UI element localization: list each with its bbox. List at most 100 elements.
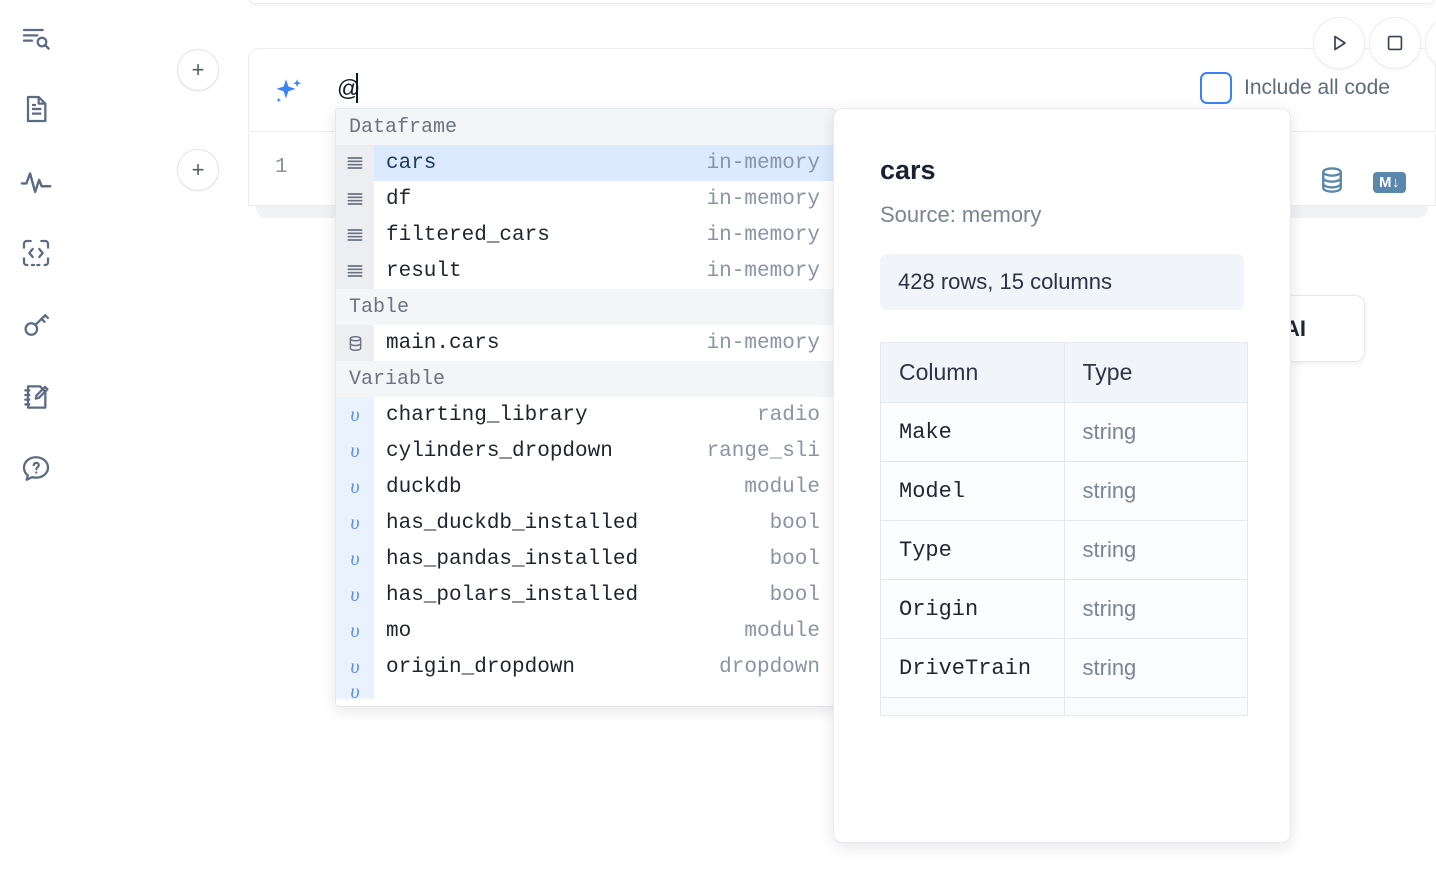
autocomplete-item-name: df: [386, 187, 412, 211]
add-cell-button-bottom[interactable]: +: [177, 149, 219, 191]
schema-column-name: [880, 697, 1065, 716]
run-cell-button[interactable]: [1313, 17, 1365, 69]
document-icon[interactable]: [14, 87, 58, 131]
variable-icon: υ: [336, 541, 374, 577]
autocomplete-group-header: Variable: [336, 361, 834, 397]
outline-search-icon[interactable]: [14, 16, 58, 60]
autocomplete-item-body: origin_dropdown dropdown: [374, 649, 834, 685]
autocomplete-item-type: in-memory: [706, 259, 820, 283]
activity-icon[interactable]: [14, 160, 58, 204]
dataframe-icon: [336, 181, 374, 217]
line-number: 1: [275, 156, 288, 179]
schema-column-name: Model: [880, 461, 1065, 521]
autocomplete-item-name: has_duckdb_installed: [386, 511, 639, 535]
detail-source: Source: memory: [880, 202, 1042, 227]
cell-footer-icons: M↓: [1317, 165, 1406, 200]
schema-column-type: [1063, 697, 1248, 716]
include-all-code-control[interactable]: Include all code: [1200, 72, 1390, 104]
autocomplete-item-body: has_duckdb_installed bool: [374, 505, 834, 541]
help-icon[interactable]: [14, 447, 58, 491]
autocomplete-item-name: charting_library: [386, 403, 588, 427]
markdown-icon[interactable]: M↓: [1373, 172, 1406, 193]
dataframe-icon: [336, 253, 374, 289]
autocomplete-item-name: duckdb: [386, 475, 462, 499]
snippets-icon[interactable]: [14, 231, 58, 275]
previous-cell-edge: [248, 0, 1436, 4]
autocomplete-item-name: filtered_cars: [386, 223, 550, 247]
variable-icon: υ: [336, 685, 374, 699]
autocomplete-item-name: [386, 685, 399, 699]
autocomplete-item-type: in-memory: [706, 331, 820, 355]
table-icon: [336, 325, 374, 361]
column-header-column: Column: [880, 342, 1065, 403]
autocomplete-item-type: bool: [769, 511, 820, 535]
autocomplete-item-type: [787, 685, 820, 699]
column-header-type: Type: [1063, 342, 1248, 403]
text-caret: [356, 73, 358, 103]
autocomplete-item-name: mo: [386, 619, 412, 643]
autocomplete-item-body: mo module: [374, 613, 834, 649]
autocomplete-item[interactable]: υ has_pandas_installed bool: [336, 541, 834, 577]
schema-column-type: string: [1063, 638, 1248, 698]
key-icon[interactable]: [14, 303, 58, 347]
autocomplete-item-body: [374, 685, 834, 699]
autocomplete-item-name: origin_dropdown: [386, 655, 576, 679]
dataframe-icon: [336, 217, 374, 253]
stop-button[interactable]: [1369, 17, 1421, 69]
variable-icon: υ: [336, 577, 374, 613]
table-row-clipped: [880, 697, 1248, 716]
ai-prompt-input[interactable]: @: [337, 75, 361, 101]
schema-column-type: string: [1063, 520, 1248, 580]
schema-column-name: Origin: [880, 579, 1065, 639]
include-all-code-checkbox[interactable]: [1200, 72, 1232, 104]
autocomplete-item-type: in-memory: [706, 151, 820, 175]
autocomplete-item-name: has_pandas_installed: [386, 547, 639, 571]
completion-detail-panel: cars Source: memory 428 rows, 15 columns…: [833, 108, 1291, 843]
autocomplete-item[interactable]: υ charting_library radio: [336, 397, 834, 433]
autocomplete-item-clipped[interactable]: υ: [336, 685, 834, 699]
schema-column-type: string: [1063, 579, 1248, 639]
left-icon-rail: [0, 0, 72, 874]
autocomplete-item-name: has_polars_installed: [386, 583, 639, 607]
database-icon[interactable]: [1317, 165, 1347, 200]
variable-icon: υ: [336, 397, 374, 433]
sparkles-icon: [271, 73, 307, 109]
autocomplete-item-type: dropdown: [719, 655, 820, 679]
autocomplete-item-type: bool: [769, 547, 820, 571]
schema-column-type: string: [1063, 402, 1248, 462]
schema-column-type: string: [1063, 461, 1248, 521]
autocomplete-item-type: radio: [756, 403, 820, 427]
autocomplete-item-type: module: [744, 619, 820, 643]
scratchpad-icon[interactable]: [14, 375, 58, 419]
table-header-row: Column Type: [880, 342, 1248, 403]
add-cell-button-top[interactable]: +: [177, 49, 219, 91]
autocomplete-group-header: Table: [336, 289, 834, 325]
autocomplete-group-header: Dataframe: [336, 109, 834, 145]
